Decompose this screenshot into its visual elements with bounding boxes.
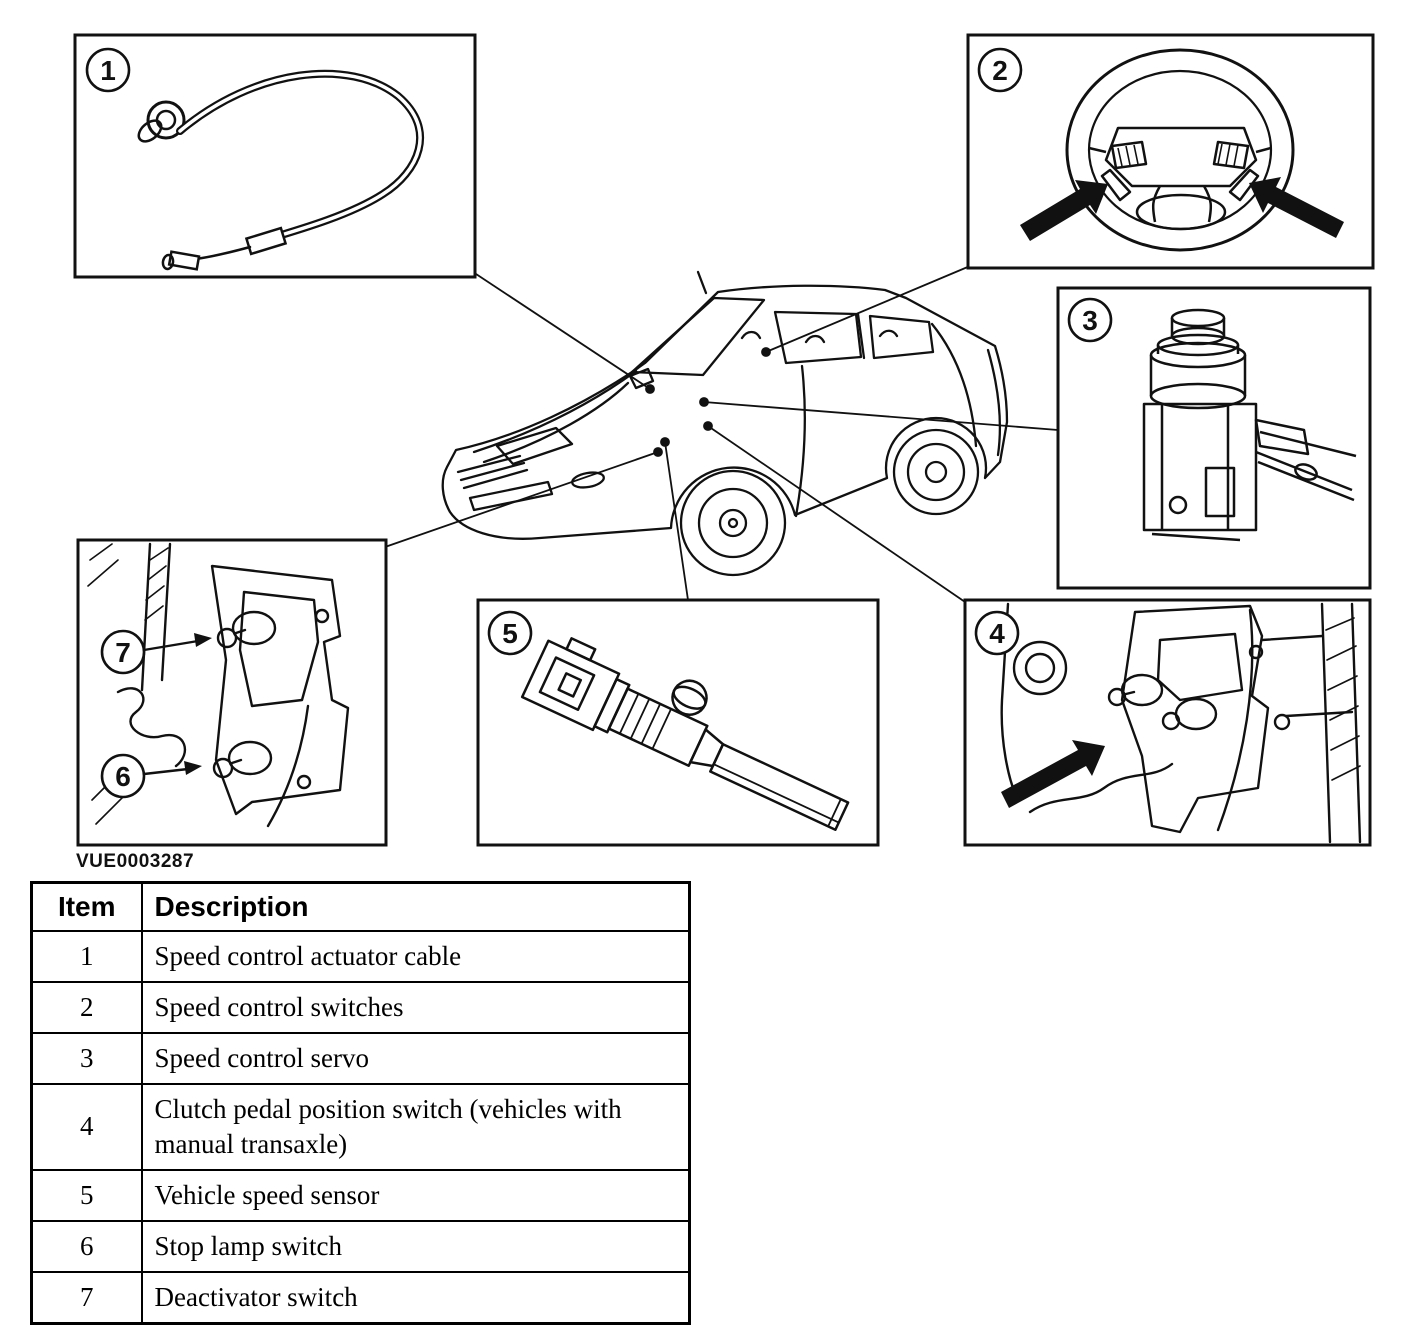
callout-marker-1: 1 xyxy=(85,47,131,93)
figure-code: VUE0003287 xyxy=(76,851,195,872)
callout-number-5: 5 xyxy=(502,618,518,649)
item-description: Speed control switches xyxy=(140,980,691,1034)
car-body-outline xyxy=(441,284,1009,540)
clutch-pedal-position-switch xyxy=(1107,673,1164,707)
callout-number-1: 1 xyxy=(100,55,116,86)
b-pillar xyxy=(856,312,866,360)
pointer-arrow xyxy=(1001,740,1105,808)
table-row: 3 Speed control servo xyxy=(30,1031,691,1085)
callout-number-6: 6 xyxy=(115,761,131,792)
item-description: Vehicle speed sensor xyxy=(140,1168,691,1222)
actuator-cable-illustration xyxy=(137,69,425,271)
col-header-description: Description xyxy=(140,881,691,932)
item-number: 1 xyxy=(30,929,143,983)
hatch-cut-line xyxy=(930,322,978,448)
item-number: 3 xyxy=(30,1031,143,1085)
callout-marker-5: 5 xyxy=(487,610,533,656)
table-row: 2 Speed control switches xyxy=(30,980,691,1034)
pedal-arm xyxy=(1216,608,1254,832)
speed-sensor-illustration xyxy=(520,637,850,832)
callout-number-7: 7 xyxy=(115,637,131,668)
rear-fender-line xyxy=(986,348,1002,457)
callout-marker-7: 7 xyxy=(100,629,212,675)
callout-marker-3: 3 xyxy=(1067,297,1113,343)
callout-marker-4: 4 xyxy=(974,610,1020,656)
pedal-arm xyxy=(266,704,310,828)
quarter-window xyxy=(868,314,935,360)
pointer-arrow-right xyxy=(1249,177,1344,238)
clutch-switch-illustration xyxy=(1000,602,1362,844)
front-wheel xyxy=(679,469,787,577)
deactivator-switch xyxy=(216,610,277,649)
item-description: Deactivator switch xyxy=(140,1270,691,1324)
callout-box-1: 1 xyxy=(73,33,477,279)
seat-headrests xyxy=(740,329,899,344)
table-row: 7 Deactivator switch xyxy=(30,1270,691,1324)
legend-header-row: Item Description xyxy=(30,881,691,932)
grille-hatch xyxy=(456,454,529,490)
table-row: 4 Clutch pedal position switch (vehicles… xyxy=(30,1082,691,1171)
hood-lines xyxy=(472,369,638,464)
stop-lamp-switch xyxy=(212,740,273,779)
callout-number-3: 3 xyxy=(1082,305,1098,336)
table-row: 1 Speed control actuator cable xyxy=(30,929,691,983)
item-number: 7 xyxy=(30,1270,143,1324)
wiring-harness xyxy=(116,687,187,768)
callout-marker-6: 6 xyxy=(100,753,202,799)
antenna xyxy=(696,270,708,295)
item-description: Clutch pedal position switch (vehicles w… xyxy=(140,1082,691,1171)
legend-table: Item Description 1 Speed control actuato… xyxy=(30,881,691,1325)
pointer-arrow-left xyxy=(1020,180,1108,241)
car-illustration xyxy=(441,270,1009,577)
callout-marker-2: 2 xyxy=(977,47,1023,93)
callout-number-2: 2 xyxy=(992,55,1008,86)
table-row: 5 Vehicle speed sensor xyxy=(30,1168,691,1222)
servo-illustration xyxy=(1142,308,1357,542)
rear-wheel xyxy=(892,428,980,516)
speed-control-switch-right xyxy=(1212,140,1260,202)
door-cut-line xyxy=(794,364,807,518)
speed-control-switch-left xyxy=(1100,140,1148,202)
callout-box-4: 4 xyxy=(963,598,1372,847)
item-number: 6 xyxy=(30,1219,143,1273)
item-description: Stop lamp switch xyxy=(140,1219,691,1273)
leader-lines xyxy=(384,265,1059,605)
item-number: 2 xyxy=(30,980,143,1034)
bumper-intake xyxy=(468,480,554,512)
side-mirror xyxy=(628,367,655,390)
wiring-harness xyxy=(1028,762,1174,814)
item-description: Speed control actuator cable xyxy=(140,929,691,983)
windshield xyxy=(630,296,766,377)
col-header-item: Item xyxy=(30,881,143,932)
callout-box-2: 2 xyxy=(966,33,1375,270)
table-row: 6 Stop lamp switch xyxy=(30,1219,691,1273)
callout-number-4: 4 xyxy=(989,618,1005,649)
callout-box-6-7: 7 6 xyxy=(76,538,388,847)
pedal-switches-illustration xyxy=(87,542,350,828)
item-number: 4 xyxy=(30,1082,143,1171)
item-number: 5 xyxy=(30,1168,143,1222)
callout-box-3: 3 xyxy=(1056,286,1372,590)
steering-wheel-illustration xyxy=(1065,48,1295,252)
item-description: Speed control servo xyxy=(140,1031,691,1085)
component-location-diagram: 1 xyxy=(73,33,1375,847)
callout-box-5: 5 xyxy=(476,598,880,847)
